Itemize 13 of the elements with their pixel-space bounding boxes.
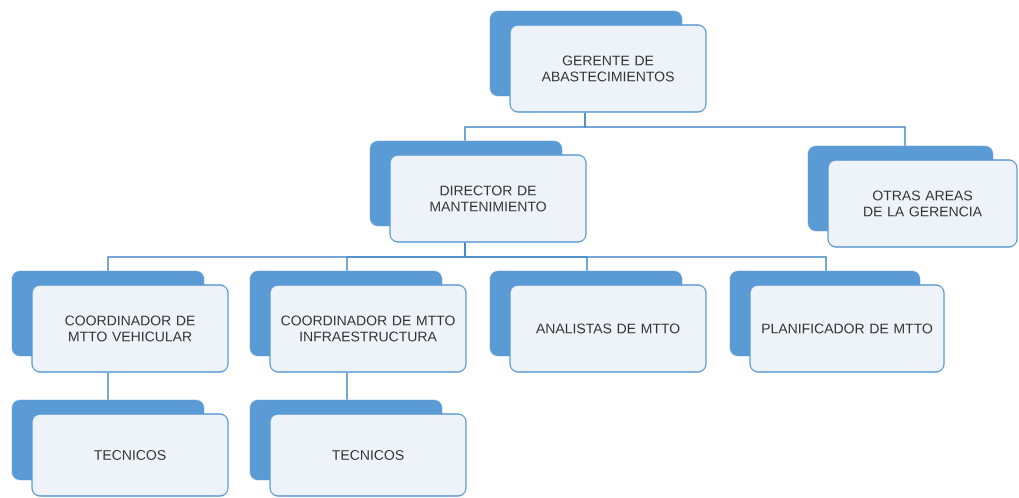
org-box: DIRECTOR DE MANTENIMIENTO xyxy=(369,140,587,243)
org-box: COORDINADOR DE MTTO INFRAESTRUCTURA xyxy=(249,270,467,373)
connector-line xyxy=(107,371,109,401)
org-box: GERENTE DE ABASTECIMIENTOS xyxy=(489,10,707,113)
org-box: TECNICOS xyxy=(11,399,229,497)
connector-line xyxy=(584,111,906,147)
org-box: COORDINADOR DE MTTO VEHICULAR xyxy=(11,270,229,373)
org-box: PLANIFICADOR DE MTTO xyxy=(729,270,945,373)
connector-line xyxy=(346,371,348,401)
connector-line xyxy=(464,241,827,272)
org-box: TECNICOS xyxy=(249,399,467,497)
org-box: OTRAS AREAS DE LA GERENCIA xyxy=(807,145,1018,248)
org-box: ANALISTAS DE MTTO xyxy=(489,270,707,373)
